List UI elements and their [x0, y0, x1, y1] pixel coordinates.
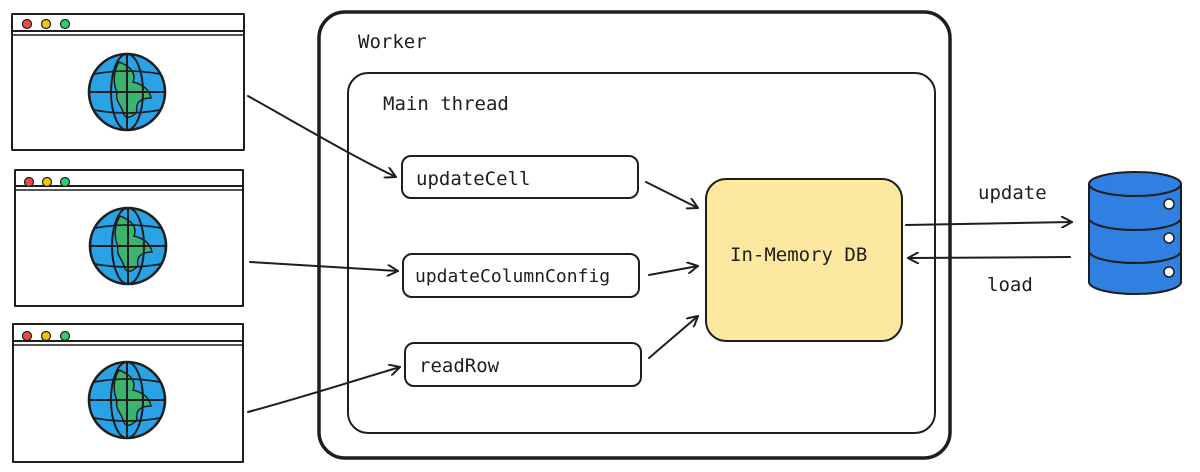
maximize-dot-icon	[59, 176, 71, 188]
in-memory-db-box	[705, 178, 903, 342]
close-dot-icon	[21, 18, 33, 30]
read-row-box	[404, 342, 642, 387]
arrow-update-column-config-to-db	[648, 266, 699, 276]
close-dot-icon	[21, 330, 33, 342]
browser-window-2	[14, 169, 244, 307]
maximize-dot-icon	[59, 18, 71, 30]
worker-title: Worker	[358, 31, 427, 53]
load-arrow	[907, 257, 1071, 258]
main-thread-title: Main thread	[383, 93, 509, 115]
arrow-read-row-to-db	[648, 315, 699, 359]
maximize-dot-icon	[59, 330, 71, 342]
update-label: update	[978, 182, 1047, 204]
update-arrow	[905, 222, 1073, 225]
main-thread-container	[347, 72, 936, 434]
arrow-browser2-to-update-column-config	[249, 261, 399, 271]
update-cell-box	[401, 155, 639, 199]
in-memory-db-label: In-Memory DB	[730, 244, 868, 266]
arrow-update-cell-to-db	[645, 181, 699, 208]
read-row-label: readRow	[419, 355, 500, 377]
minimize-dot-icon	[40, 330, 52, 342]
browser-window-3	[12, 323, 244, 463]
arrow-browser3-to-read-row	[247, 367, 401, 413]
browser-window-1	[11, 13, 245, 151]
globe-icon	[87, 52, 167, 132]
worker-container	[317, 10, 952, 460]
load-label: load	[987, 274, 1033, 296]
minimize-dot-icon	[40, 18, 52, 30]
update-column-config-box	[402, 253, 640, 298]
close-dot-icon	[23, 176, 35, 188]
database-icon	[1088, 171, 1182, 295]
minimize-dot-icon	[41, 176, 53, 188]
arrow-browser1-to-update-cell	[247, 95, 397, 177]
update-column-config-label: updateColumnConfig	[415, 266, 611, 287]
globe-icon	[88, 206, 168, 286]
update-cell-label: updateCell	[416, 168, 531, 190]
globe-icon	[87, 360, 167, 440]
